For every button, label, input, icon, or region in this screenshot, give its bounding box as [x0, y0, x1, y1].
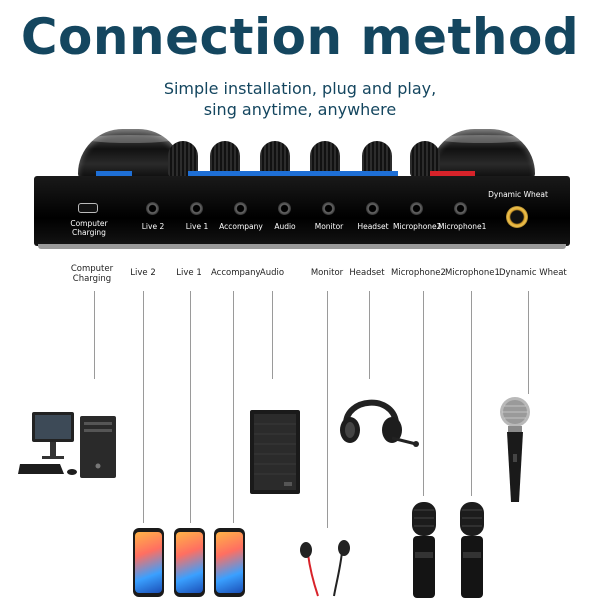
connector-line — [471, 291, 472, 496]
connector-line — [143, 291, 144, 523]
connection-label: Audio — [259, 268, 285, 278]
device-port-label: Microphone2 — [393, 222, 442, 231]
connection-label: Dynamic Wheat — [499, 268, 567, 278]
jack-port-icon — [190, 202, 203, 215]
condenser-microphone-icon — [460, 502, 484, 598]
device-port-label: Monitor — [314, 222, 344, 231]
connection-label: Live 1 — [176, 268, 202, 278]
dynamic-microphone-icon — [500, 397, 530, 502]
jack-port-icon — [234, 202, 247, 215]
device-port-label: Dynamic Wheat — [488, 190, 548, 199]
page-title: Connection method — [20, 8, 580, 66]
jack-port-icon — [454, 202, 467, 215]
speaker-icon — [250, 410, 300, 494]
device-base — [38, 244, 566, 249]
earphones-icon — [300, 540, 350, 597]
smartphone-icon — [174, 528, 205, 597]
connector-line — [190, 291, 191, 523]
desktop-computer-icon — [18, 412, 116, 478]
smartphone-icon — [133, 528, 164, 597]
connector-line — [369, 291, 370, 379]
headset-icon — [340, 399, 419, 447]
device-port-label: Microphone1 — [438, 222, 487, 231]
jack-port-icon — [366, 202, 379, 215]
left-large-knob — [78, 129, 183, 179]
subtitle-line-2: sing anytime, anywhere — [203, 100, 397, 119]
jack-port-icon — [410, 202, 423, 215]
connector-line — [528, 291, 529, 394]
xlr-port-icon — [506, 206, 528, 228]
device-port-label: Audio — [274, 222, 296, 231]
blue-accent-strip — [96, 171, 132, 178]
right-large-knob — [430, 129, 535, 179]
connector-line — [233, 291, 234, 523]
device-port-label: Accompany — [219, 222, 263, 231]
connection-label: Microphone1 — [445, 268, 500, 278]
subtitle-line-1: Simple installation, plug and play, — [163, 79, 437, 98]
subtitle: Simple installation, plug and play, sing… — [0, 78, 600, 120]
connection-label: Live 2 — [130, 268, 156, 278]
connector-line — [423, 291, 424, 496]
connection-label: Monitor — [310, 268, 344, 278]
device-port-label: Live 1 — [185, 222, 209, 231]
connector-line — [272, 291, 273, 379]
jack-port-icon — [146, 202, 159, 215]
usb-port-icon — [78, 203, 98, 213]
connection-label: Accompany — [211, 268, 261, 278]
device-port-label: Live 2 — [141, 222, 165, 231]
jack-port-icon — [322, 202, 335, 215]
blue-accent-strip — [188, 171, 398, 178]
smartphone-icon — [214, 528, 245, 597]
jack-port-icon — [278, 202, 291, 215]
red-accent-strip — [430, 171, 475, 178]
connection-label: Microphone2 — [391, 268, 446, 278]
connection-label: Headset — [349, 268, 385, 278]
device-front-panel — [34, 176, 570, 246]
connector-line — [94, 291, 95, 379]
connector-line — [327, 291, 328, 528]
condenser-microphone-icon — [412, 502, 436, 598]
device-port-label: Headset — [357, 222, 389, 231]
